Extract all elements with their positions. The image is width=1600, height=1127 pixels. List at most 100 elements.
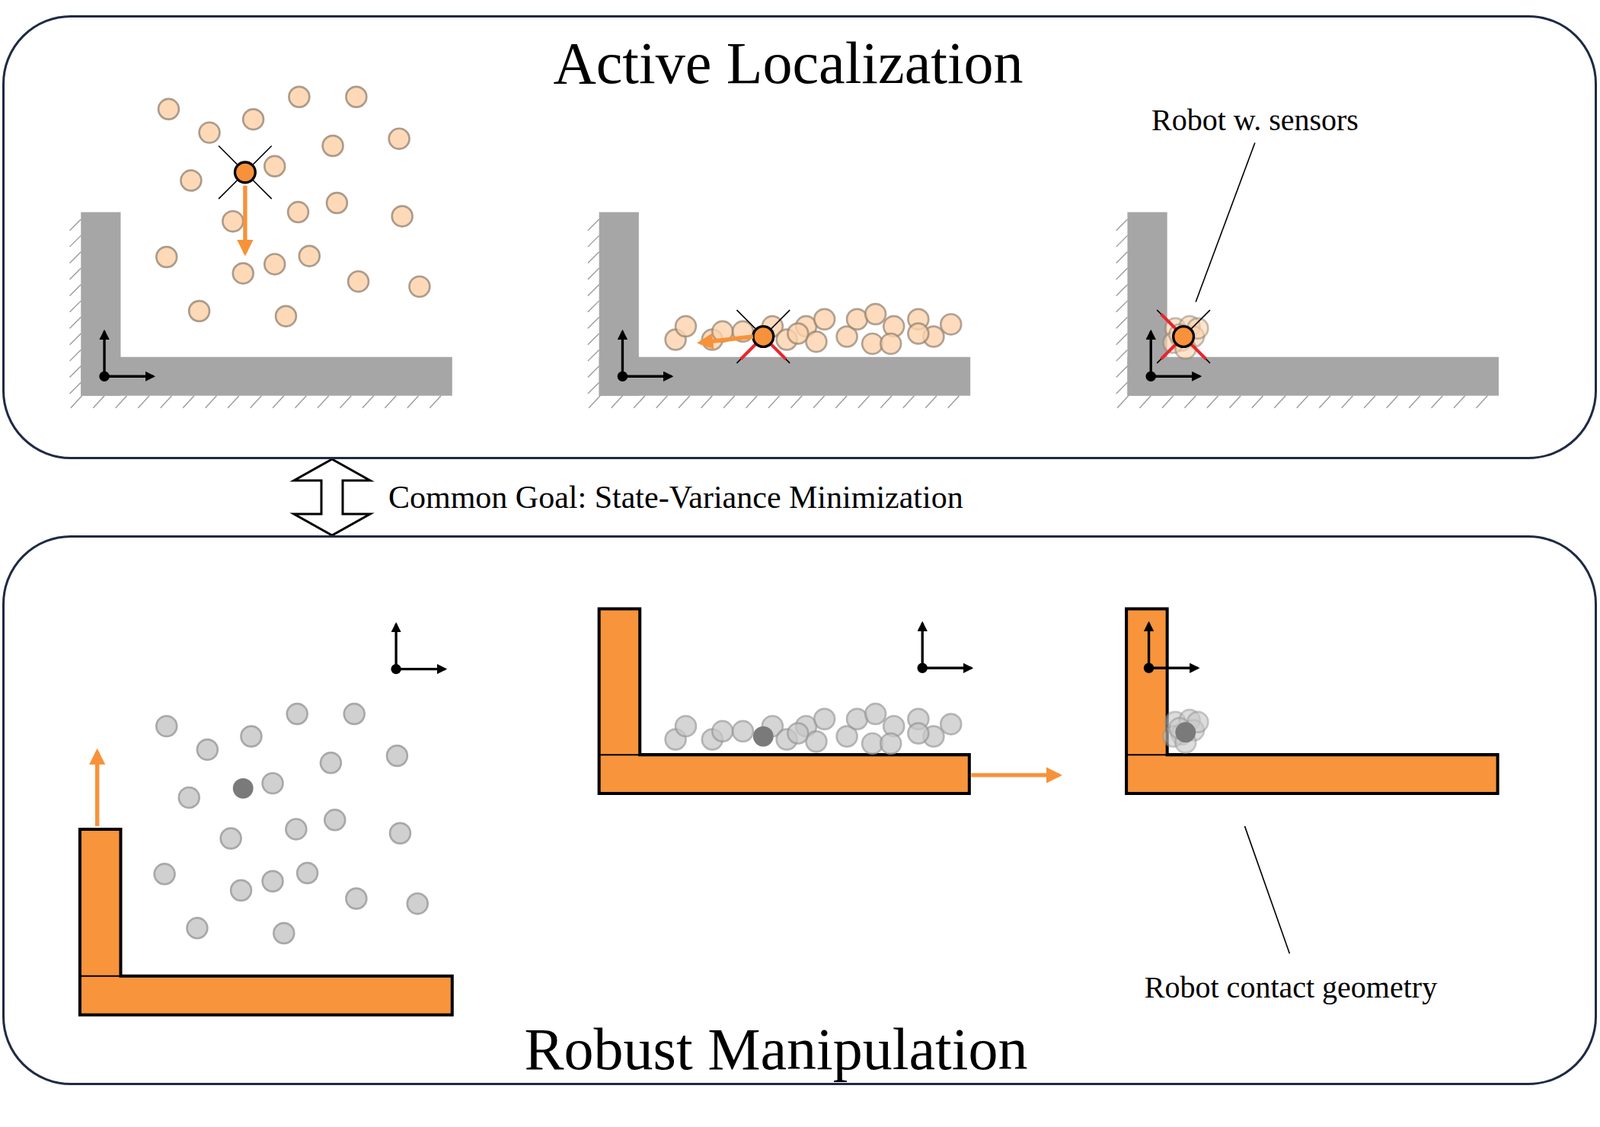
particle [386, 745, 408, 767]
callout-label: Robot w. sensors [1151, 103, 1359, 138]
leader-line [1244, 826, 1290, 954]
particle [675, 316, 697, 337]
particle [230, 880, 252, 901]
particle [199, 122, 221, 144]
state-particles [665, 303, 962, 355]
particle [880, 333, 901, 355]
leader-line [1195, 143, 1256, 303]
particle [348, 271, 369, 292]
motion-arrow [242, 185, 247, 253]
particle [320, 752, 342, 773]
geometry-seam [599, 753, 641, 756]
particle [814, 708, 835, 730]
particle [264, 156, 285, 177]
motion-arrow [699, 336, 754, 343]
particle [326, 192, 348, 214]
motion-arrow [1149, 667, 1198, 670]
panel-title: Robust Manipulation [524, 1019, 1029, 1080]
robot-with-sensors [1156, 309, 1211, 364]
motion-arrow [1150, 375, 1200, 378]
motion-arrow [1149, 331, 1153, 377]
particle [345, 86, 367, 108]
fixed-wall [587, 212, 971, 409]
fixed-wall [1116, 212, 1499, 409]
particle [178, 787, 200, 808]
particle [806, 331, 828, 352]
particle [273, 922, 294, 944]
particle [322, 135, 344, 157]
particle [197, 739, 218, 761]
robot-contact-geometry [599, 609, 970, 794]
particle [233, 263, 254, 285]
particle [188, 300, 210, 322]
particle [288, 86, 310, 108]
particle [732, 721, 754, 742]
robot-contact-geometry [1126, 609, 1498, 794]
particle [262, 871, 284, 892]
state-particles [665, 703, 962, 754]
true-state [233, 778, 254, 799]
particle [407, 893, 428, 914]
particle [344, 703, 365, 725]
geometry-seam [79, 975, 122, 978]
particle [262, 772, 284, 794]
particle [297, 862, 318, 884]
motion-arrow [396, 667, 445, 671]
particle [940, 314, 962, 336]
particle [345, 888, 367, 910]
geometry-seam [1126, 753, 1168, 756]
fixed-wall [70, 212, 453, 409]
particle [285, 819, 307, 840]
particle [806, 731, 828, 752]
particle [409, 276, 431, 298]
particle [940, 714, 962, 735]
robot-contact-geometry [79, 829, 453, 1016]
particle [712, 721, 733, 742]
motion-arrow [394, 624, 397, 670]
particle [181, 170, 202, 192]
particle [299, 245, 320, 267]
particle [846, 309, 868, 330]
particle [907, 723, 929, 745]
particle [154, 863, 176, 885]
particle [275, 306, 297, 327]
particle [264, 254, 285, 275]
motion-arrow [104, 375, 154, 378]
particle [156, 715, 177, 737]
true-state [753, 726, 774, 748]
particle [158, 99, 179, 120]
callout-label: Robot contact geometry [1144, 970, 1438, 1005]
motion-arrow [922, 667, 971, 670]
particle [907, 323, 929, 345]
particle [389, 823, 411, 844]
true-state [1175, 721, 1196, 743]
particle [846, 708, 868, 730]
particle [287, 703, 308, 725]
particle [241, 726, 262, 748]
state-particles [154, 703, 428, 944]
panel-box: Active Localization [2, 15, 1597, 460]
particle [865, 703, 886, 725]
particle [242, 108, 264, 130]
particle [787, 323, 808, 345]
particle [865, 303, 886, 325]
particle [220, 828, 242, 850]
motion-arrow [102, 331, 106, 377]
motion-arrow [971, 772, 1060, 777]
motion-arrow [622, 375, 671, 378]
particle [324, 809, 345, 831]
particle [389, 128, 410, 150]
particle [675, 715, 697, 737]
particle [187, 917, 208, 939]
edge-label: Common Goal: State-Variance Minimization [385, 479, 967, 515]
particle [787, 723, 808, 745]
particle [814, 309, 835, 330]
motion-arrow [1147, 622, 1150, 668]
motion-arrow [921, 622, 924, 668]
motion-arrow [621, 331, 624, 377]
particle [222, 210, 243, 232]
state-particles [1162, 709, 1208, 753]
panel-title: Active Localization [552, 33, 1023, 93]
